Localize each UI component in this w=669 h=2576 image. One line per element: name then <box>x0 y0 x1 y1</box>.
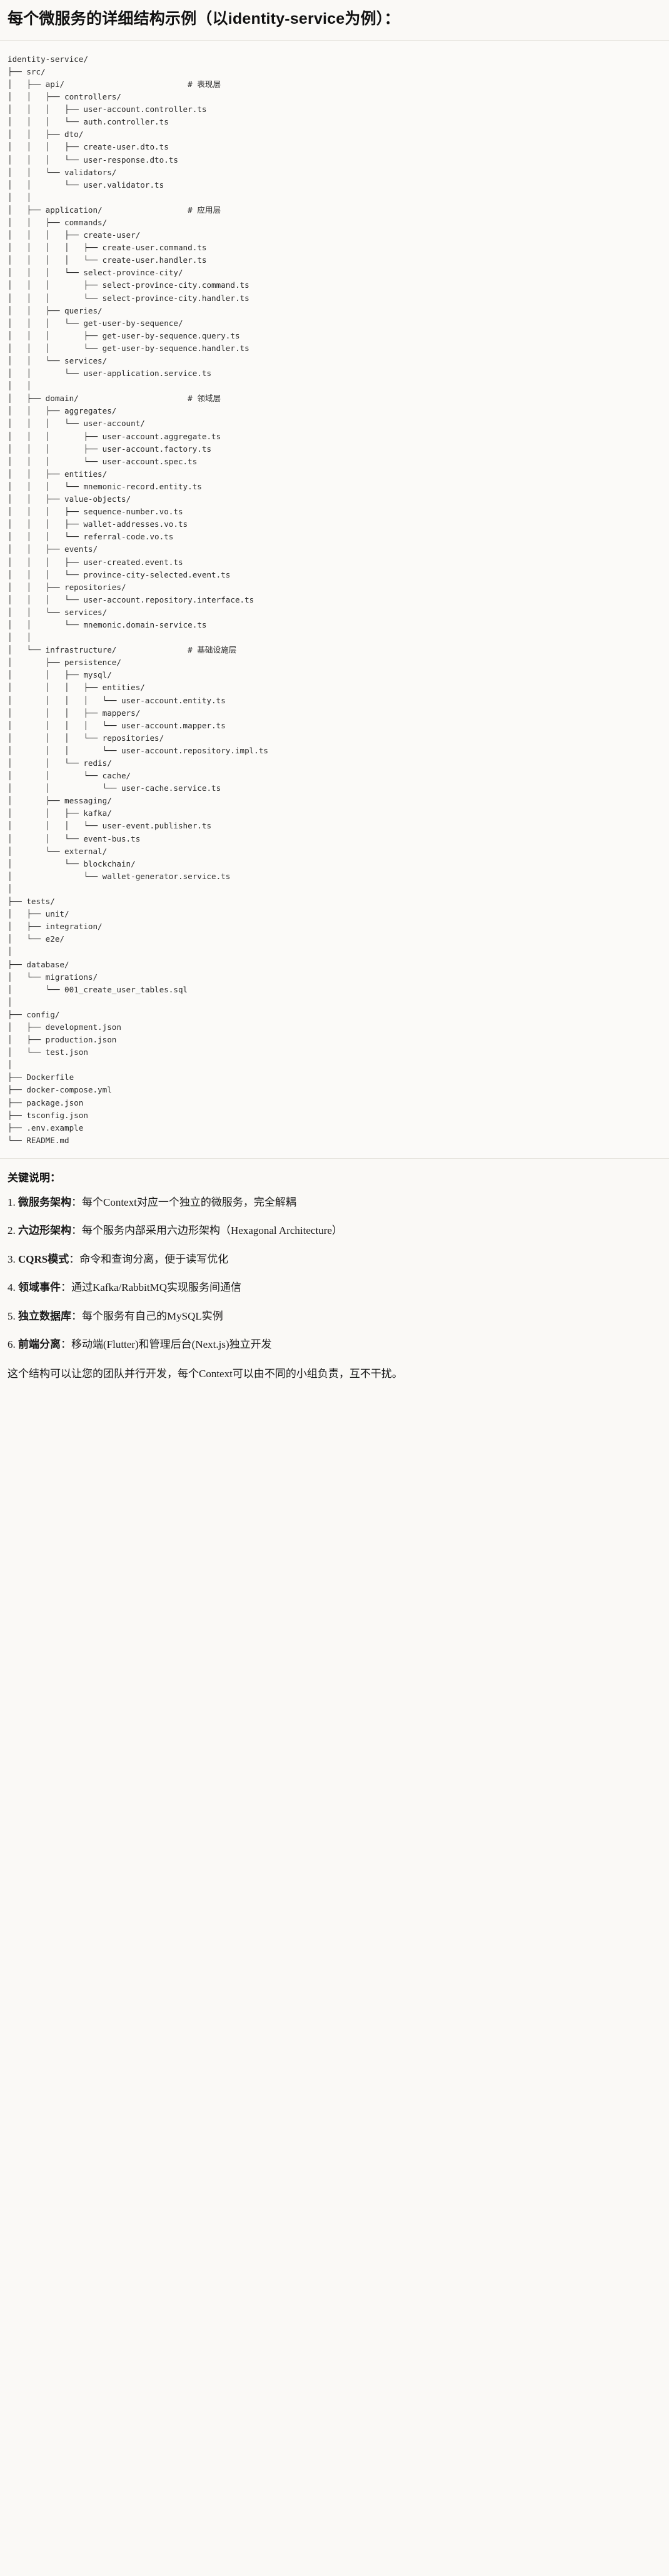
key-notes-list: 1. 微服务架构：每个Context对应一个独立的微服务，完全解耦 2. 六边形… <box>8 1194 661 1353</box>
list-item: 1. 微服务架构：每个Context对应一个独立的微服务，完全解耦 <box>8 1194 661 1211</box>
list-item-term: 领域事件 <box>18 1281 61 1294</box>
list-item-number: 1. <box>8 1196 18 1208</box>
list-item-number: 4. <box>8 1281 18 1294</box>
list-item: 4. 领域事件：通过Kafka/RabbitMQ实现服务间通信 <box>8 1280 661 1296</box>
directory-tree: identity-service/ ├── src/ │ ├── api/ # … <box>8 54 269 1145</box>
key-notes-section: 关键说明： 1. 微服务架构：每个Context对应一个独立的微服务，完全解耦 … <box>0 1159 669 1391</box>
list-item: 5. 独立数据库：每个服务有自己的MySQL实例 <box>8 1308 661 1325</box>
list-item-desc: ：通过Kafka/RabbitMQ实现服务间通信 <box>61 1281 241 1294</box>
list-item-term: CQRS模式 <box>18 1253 69 1265</box>
list-item-number: 3. <box>8 1253 18 1265</box>
document-page: 每个微服务的详细结构示例（以identity-service为例）： ident… <box>0 10 669 1391</box>
list-item-number: 2. <box>8 1224 18 1237</box>
divider-bottom <box>0 1158 669 1159</box>
list-item-number: 5. <box>8 1310 18 1322</box>
list-item: 6. 前端分离：移动端(Flutter)和管理后台(Next.js)独立开发 <box>8 1336 661 1353</box>
list-item-desc: ：命令和查询分离，便于读写优化 <box>69 1253 229 1265</box>
list-item-term: 独立数据库 <box>18 1310 71 1322</box>
list-item-desc: ：每个Context对应一个独立的微服务，完全解耦 <box>71 1196 296 1208</box>
list-item-desc: ：移动端(Flutter)和管理后台(Next.js)独立开发 <box>61 1338 272 1351</box>
list-item-term: 六边形架构 <box>18 1224 71 1237</box>
list-item-term: 微服务架构 <box>18 1196 71 1208</box>
closing-paragraph: 这个结构可以让您的团队并行开发，每个Context可以由不同的小组负责，互不干扰… <box>8 1367 403 1380</box>
list-item-desc: ：每个服务内部采用六边形架构（Hexagonal Architecture） <box>71 1224 343 1237</box>
list-item: 3. CQRS模式：命令和查询分离，便于读写优化 <box>8 1251 661 1268</box>
list-item-desc: ：每个服务有自己的MySQL实例 <box>71 1310 223 1322</box>
page-title: 每个微服务的详细结构示例（以identity-service为例）： <box>8 10 400 28</box>
key-notes-title: 关键说明： <box>8 1171 61 1184</box>
divider-top <box>0 39 669 41</box>
directory-tree-block: identity-service/ ├── src/ │ ├── api/ # … <box>0 40 669 1158</box>
list-item-term: 前端分离 <box>18 1338 61 1351</box>
list-item-number: 6. <box>8 1338 18 1351</box>
list-item: 2. 六边形架构：每个服务内部采用六边形架构（Hexagonal Archite… <box>8 1223 661 1239</box>
